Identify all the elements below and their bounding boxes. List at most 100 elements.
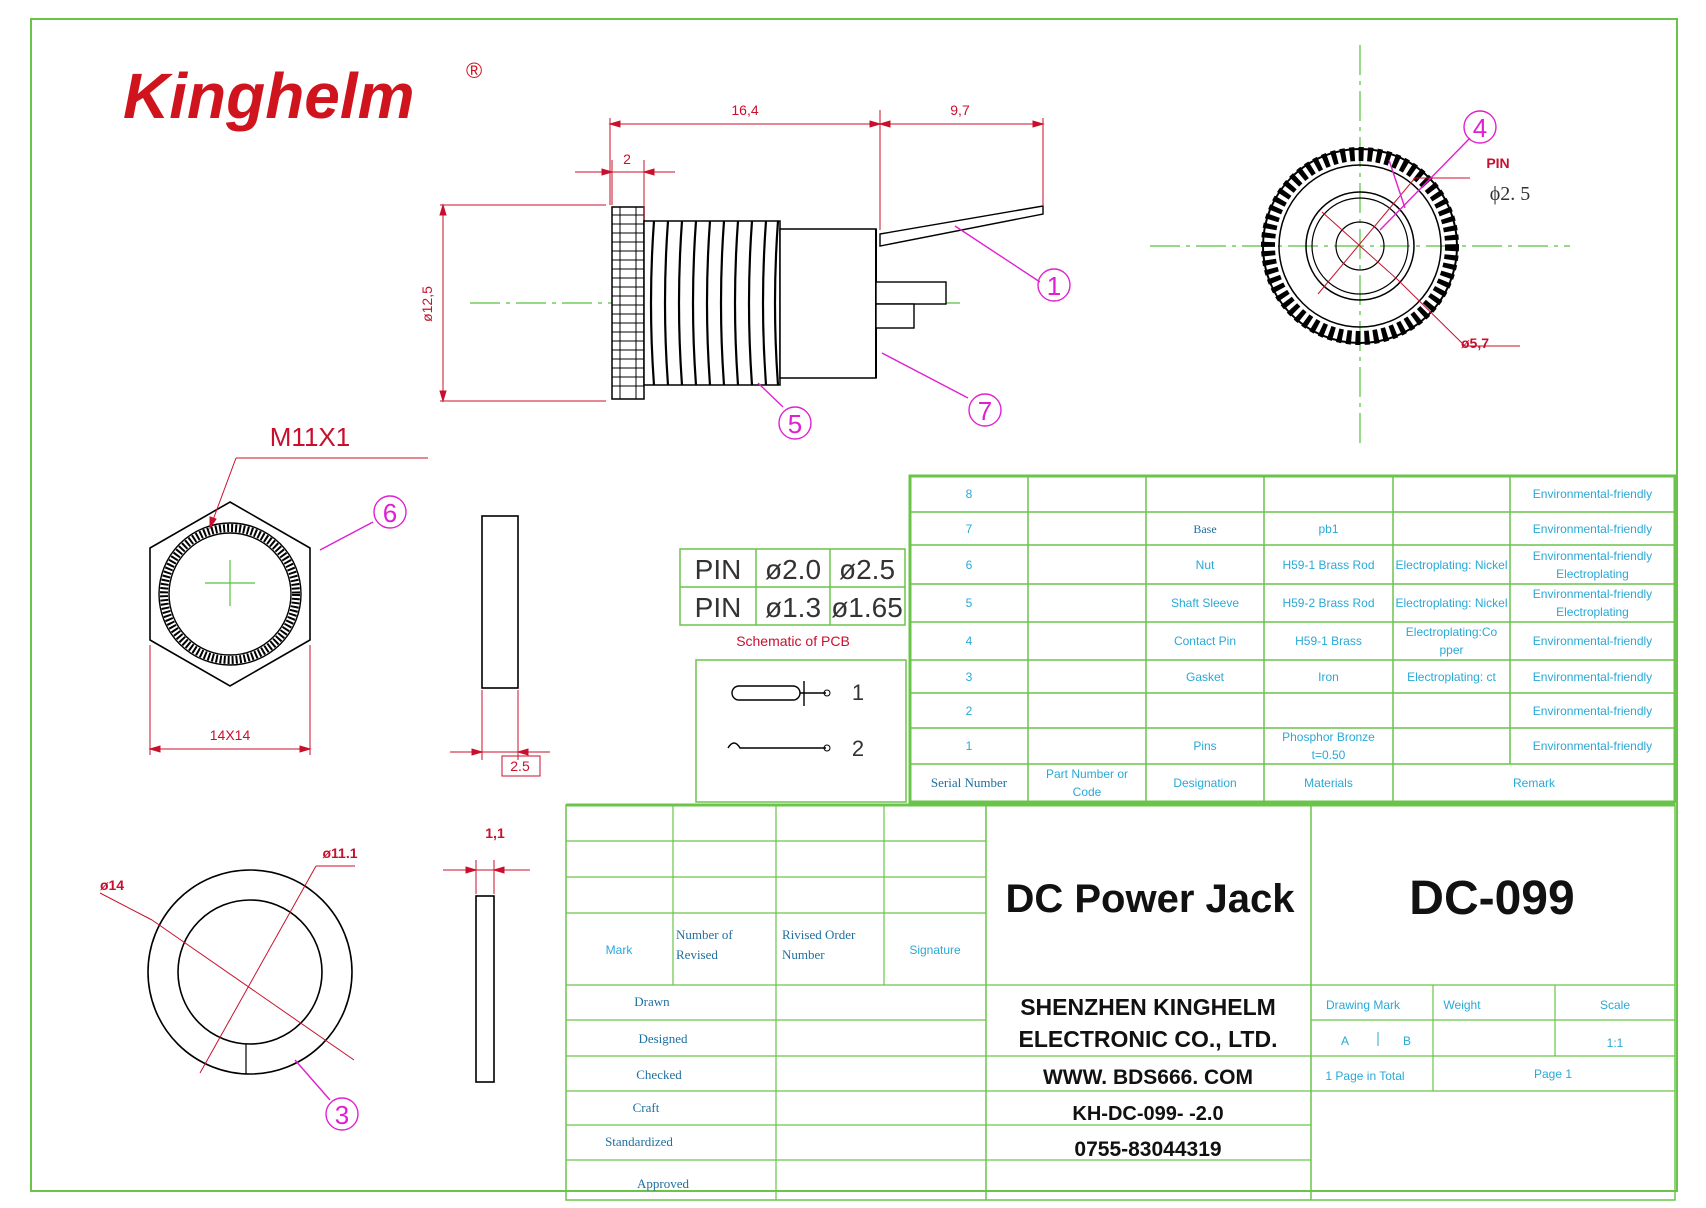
side-callout-leaders (757, 225, 1071, 440)
company-line-2: ELECTRONIC CO., LTD. (1019, 1026, 1278, 1052)
parts-row-serial: 6 (966, 558, 973, 572)
parts-row-finish (1395, 729, 1508, 763)
gasket-dimensions (99, 865, 355, 1074)
pin-table (679, 548, 906, 626)
parts-row-designation (1148, 477, 1262, 511)
parts-row-material: H59-1 Brass Rod (1282, 558, 1374, 572)
role-designed: Designed (638, 1031, 688, 1046)
pin-table-r1c1: PIN (695, 554, 742, 585)
parts-row-part-number (1030, 729, 1144, 763)
callout-3: 3 (335, 1100, 349, 1130)
rev-header-mark: Mark (606, 943, 634, 957)
side-view-dimensions (439, 110, 1045, 403)
rev-header-signature: Signature (909, 943, 961, 957)
parts-header-part-number: Part Number or Code (1046, 767, 1128, 799)
parts-row-remark: Environmental-friendly (1533, 634, 1652, 648)
nut-dimensions (148, 457, 428, 755)
role-approved: Approved (637, 1176, 689, 1191)
side-view (470, 205, 1044, 400)
parts-row-material: Phosphor Bronze t=0.50 (1282, 730, 1375, 762)
parts-row-designation: Base (1193, 522, 1216, 536)
parts-header-materials: Materials (1304, 776, 1353, 790)
callout-6: 6 (383, 498, 397, 528)
pin-table-r2c2: ø1.3 (765, 592, 821, 623)
parts-row-remark: Environmental-friendly (1533, 704, 1652, 718)
callout-7: 7 (978, 396, 992, 426)
parts-row-part-number (1030, 694, 1144, 727)
drawing-number: KH-DC-099- -2.0 (1072, 1103, 1223, 1125)
parts-row-serial: 3 (966, 670, 973, 684)
dim-2-5: 2.5 (510, 758, 530, 774)
title-block (565, 803, 1676, 1201)
parts-row-part-number (1030, 585, 1144, 621)
parts-row-designation: Pins (1193, 739, 1216, 753)
nut-view (149, 501, 311, 687)
nut-thickness-dimension (450, 690, 550, 777)
parts-row-serial: 8 (966, 487, 973, 501)
parts-row-remark: Environmental-friendly (1533, 670, 1652, 684)
pin-table-r2c3: ø1.65 (831, 592, 903, 623)
parts-row-material: H59-2 Brass Rod (1282, 596, 1374, 610)
dim-9-7: 9,7 (950, 102, 970, 118)
dim-m11x1: M11X1 (270, 422, 350, 452)
parts-row-serial: 4 (966, 634, 973, 648)
dim-phi-2-5: ϕ2. 5 (1490, 183, 1531, 205)
pin-table-r1c3: ø2.5 (839, 554, 895, 585)
parts-row-part-number (1030, 546, 1144, 583)
callout-1: 1 (1047, 271, 1061, 301)
front-view-dimensions (1317, 177, 1520, 347)
pin-table-r1c2: ø2.0 (765, 554, 821, 585)
drawing-mark-label: Drawing Mark (1326, 998, 1401, 1012)
parts-row-material: H59-1 Brass (1295, 634, 1362, 648)
schematic-pin-1: 1 (852, 680, 864, 705)
pin-label: PIN (1486, 155, 1509, 171)
dim-2: 2 (623, 151, 631, 167)
company-phone: 0755-83044319 (1074, 1138, 1221, 1161)
parts-row-remark: Environmental-friendly (1533, 739, 1652, 753)
drawing-mark-a: A (1341, 1034, 1349, 1048)
parts-row-material (1266, 477, 1391, 511)
parts-row-material: pb1 (1318, 522, 1338, 536)
parts-row-finish: Electroplating:Co pper (1406, 625, 1497, 657)
parts-row-finish: Electroplating: Nickel (1395, 558, 1507, 572)
parts-header-serial: Serial Number (931, 775, 1007, 790)
parts-row-part-number (1030, 661, 1144, 692)
parts-row-material (1266, 694, 1391, 727)
pin-table-r2c1: PIN (695, 592, 742, 623)
parts-row-serial: 2 (966, 704, 973, 718)
parts-row-remark: Environmental-friendly Electroplating (1533, 587, 1652, 619)
rev-header-number-of-revised: Number of Revised (676, 927, 733, 962)
pcb-schematic (695, 659, 907, 803)
parts-row-serial: 5 (966, 596, 973, 610)
role-craft: Craft (633, 1100, 660, 1115)
parts-row-finish (1395, 513, 1508, 544)
parts-row-finish (1395, 477, 1508, 511)
front-view (1150, 45, 1570, 447)
parts-row-remark: Environmental-friendly Electroplating (1533, 549, 1652, 581)
parts-row-finish (1395, 694, 1508, 727)
pcb-schematic-caption: Schematic of PCB (736, 633, 850, 649)
nut-side-view (481, 515, 519, 689)
product-name: DC Power Jack (1005, 877, 1295, 921)
weight-label: Weight (1443, 998, 1481, 1012)
parts-row-material: Iron (1318, 670, 1339, 684)
parts-row-designation: Nut (1196, 558, 1215, 572)
gasket-view (147, 869, 353, 1075)
parts-row-finish: Electroplating: Nickel (1395, 596, 1507, 610)
parts-row-serial: 1 (966, 739, 973, 753)
dim-16-4: 16,4 (731, 102, 758, 118)
parts-row-designation: Contact Pin (1174, 634, 1236, 648)
parts-row-remark: Environmental-friendly (1533, 522, 1652, 536)
role-standardized: Standardized (605, 1134, 673, 1149)
rev-header-revised-order: Rivised Order Number (782, 927, 855, 962)
scale-label: Scale (1600, 998, 1630, 1012)
parts-row-part-number (1030, 477, 1144, 511)
registered-mark: ® (466, 58, 482, 83)
scale-value: 1:1 (1607, 1036, 1624, 1050)
parts-row-designation (1148, 694, 1262, 727)
dim-dia-14: ø14 (100, 877, 124, 893)
parts-row-part-number (1030, 623, 1144, 659)
drawing-mark-b: B (1403, 1034, 1411, 1048)
pages-total: 1 Page in Total (1325, 1069, 1404, 1083)
